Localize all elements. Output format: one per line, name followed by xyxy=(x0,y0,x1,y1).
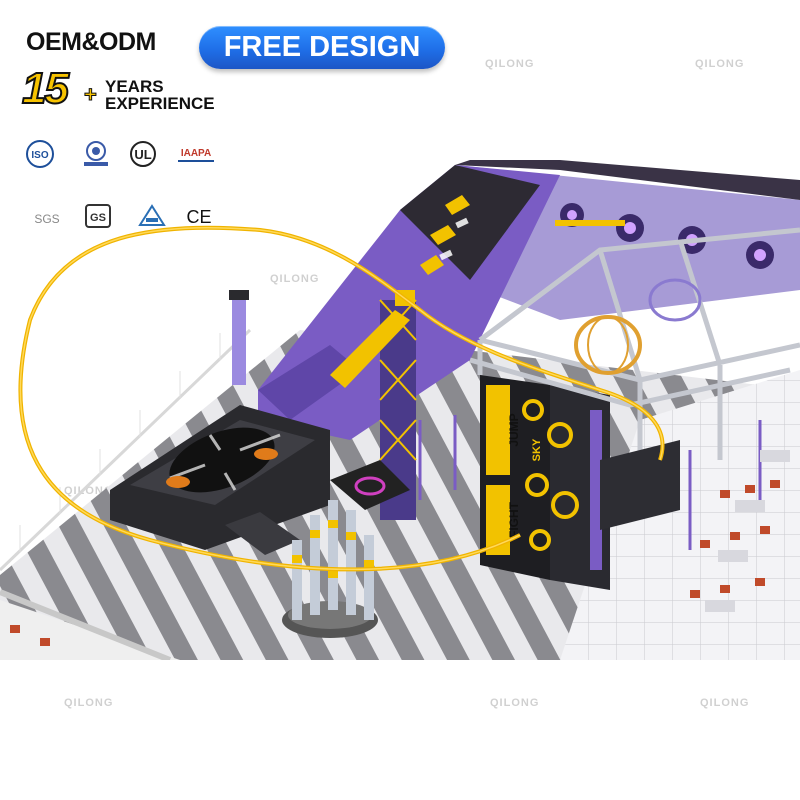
years-number: 15 xyxy=(21,63,70,114)
dining-chairs xyxy=(10,480,780,646)
sgs-icon-label: SGS xyxy=(34,212,59,226)
crane-arm xyxy=(330,310,410,388)
oem-odm-label: OEM&ODM xyxy=(26,28,156,56)
experience-label: EXPERIENCE xyxy=(105,94,215,113)
dance-pad xyxy=(330,460,410,510)
sgs-icon: SGS xyxy=(34,212,59,226)
years-label: YEARS xyxy=(105,77,164,96)
spin-tower-columns xyxy=(292,500,374,620)
watermark: QILONG xyxy=(64,697,114,709)
gs-icon: GS xyxy=(85,204,111,228)
iaapa-icon-label: IAAPA xyxy=(181,148,211,159)
playground-illustration: JUMP FIGHT SKY xyxy=(0,160,800,660)
free-design-button[interactable]: FREE DESIGN xyxy=(199,26,445,69)
ce-icon-label: CE xyxy=(186,207,211,227)
dining-area-floor xyxy=(560,370,800,660)
iaapa-icon: IAAPA xyxy=(178,148,214,162)
iso-icon: ISO xyxy=(26,140,54,168)
ul-icon-label: UL xyxy=(134,147,151,162)
watermark: QILONG xyxy=(485,58,535,70)
activity-platform xyxy=(600,440,680,530)
light-post xyxy=(232,295,246,385)
fight-sign: FIGHT xyxy=(507,501,521,538)
watermark: QILONG xyxy=(695,58,745,70)
watermark: QILONG xyxy=(490,697,540,709)
jump-sign: JUMP xyxy=(507,413,521,446)
years-plus: + xyxy=(84,82,98,108)
ul-icon: UL xyxy=(130,141,156,167)
watermark: QILONG xyxy=(700,697,750,709)
gs-icon-label: GS xyxy=(90,212,106,224)
tuv-icon xyxy=(138,204,166,226)
watermark: QILONG xyxy=(270,273,320,285)
iso-icon-label: ISO xyxy=(31,150,48,161)
ce-icon: CE xyxy=(186,207,211,227)
iaf-icon xyxy=(84,141,108,166)
sky-sign: SKY xyxy=(531,438,543,461)
